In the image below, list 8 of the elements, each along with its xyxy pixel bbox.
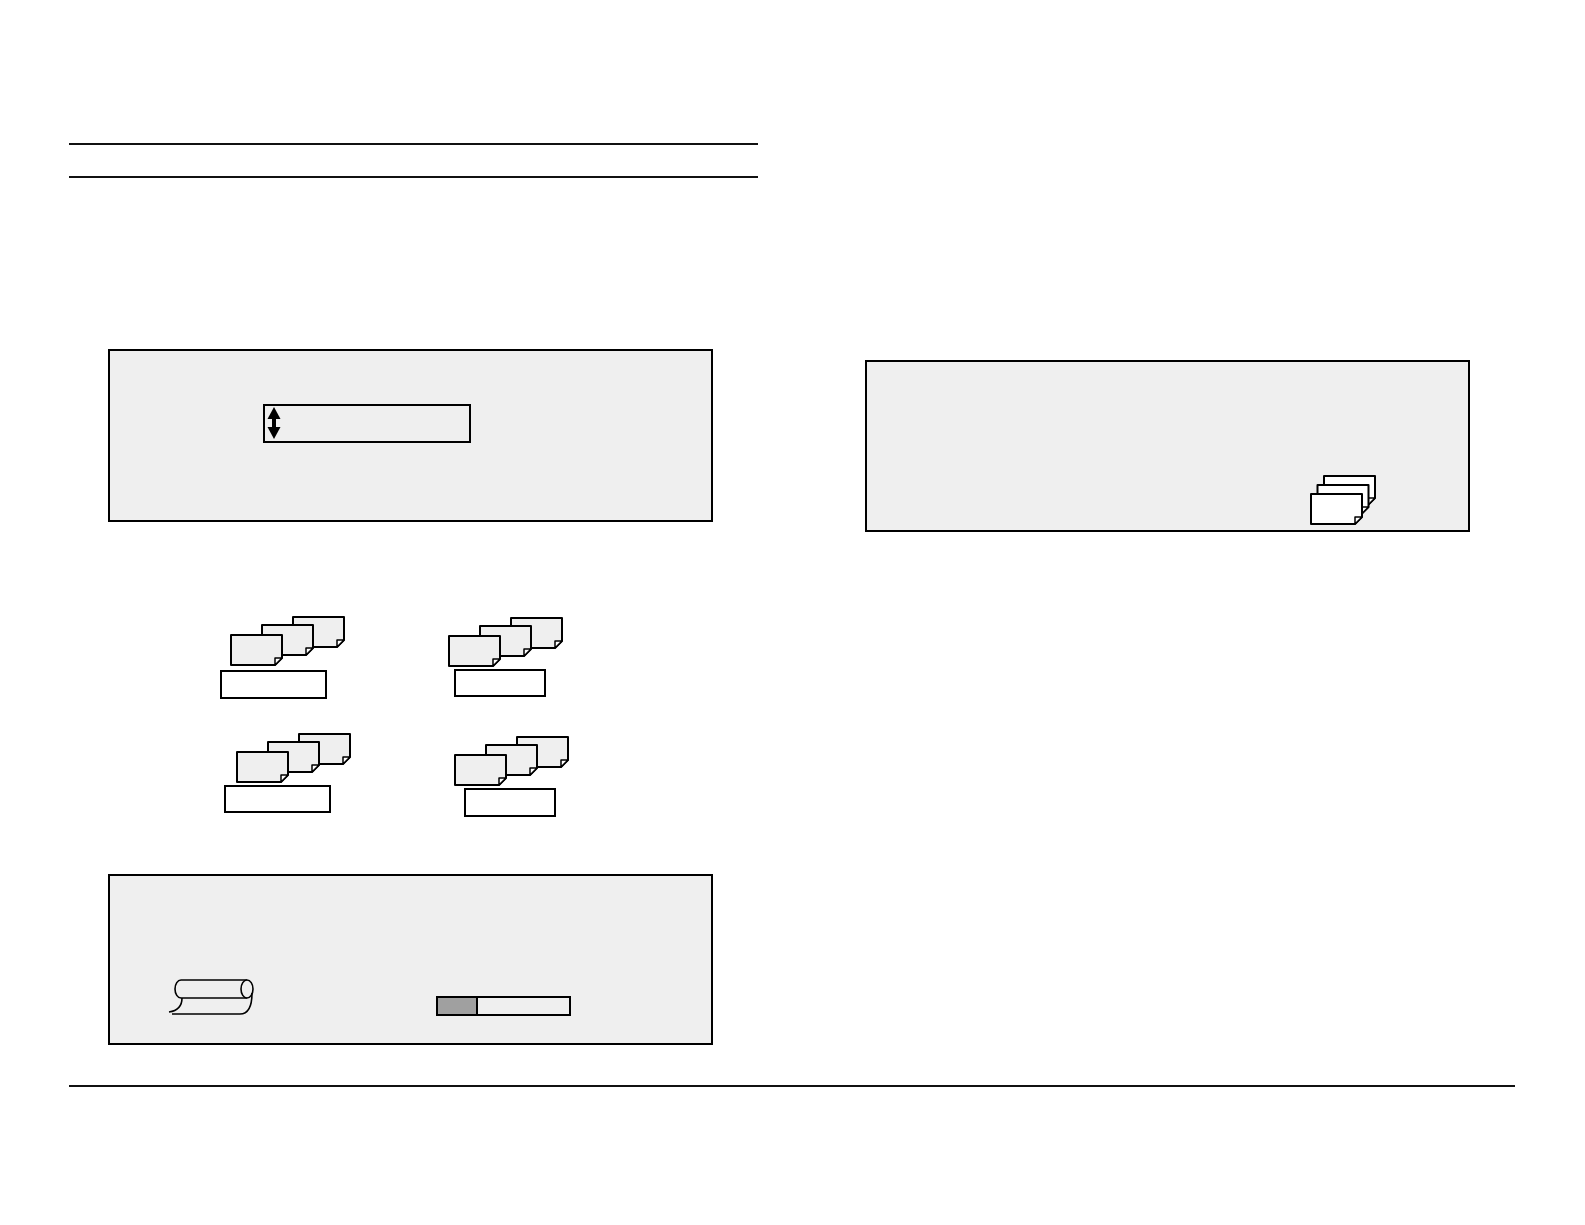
label-box [220,670,327,699]
screen-panel [865,360,1470,532]
label-box [224,785,331,813]
screen-panel [108,349,713,522]
display-field [263,404,471,443]
label-box [464,788,556,817]
screen-panel [108,874,713,1045]
label-box [454,669,546,697]
